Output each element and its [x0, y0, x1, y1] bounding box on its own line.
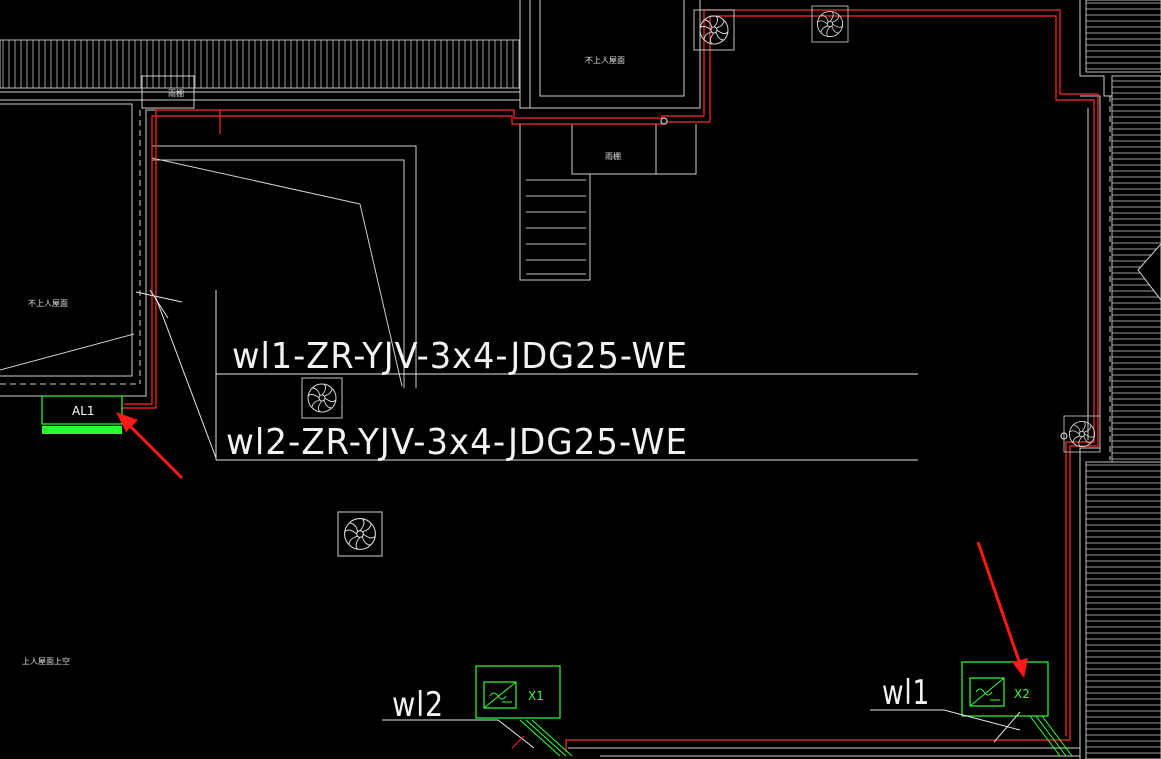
right-roof-hatch [1085, 0, 1161, 759]
cable-spec-wl1: wl1-ZR-YJV-3x4-JDG25-WE [232, 336, 688, 377]
exhaust-fan-icon [301, 377, 343, 419]
cable-spec-wl2: wl2-ZR-YJV-3x4-JDG25-WE [226, 422, 688, 463]
cable-tag-wl1-leader [870, 709, 1021, 743]
building-walls [0, 0, 1112, 759]
panel-x1-feed [519, 719, 573, 757]
cable-route [120, 9, 1099, 752]
panel-al1-label: AL1 [72, 404, 95, 418]
room-label-no-access-roof-left: 不上人屋面 [28, 299, 68, 308]
exhaust-fan-icon [337, 511, 383, 557]
panel-x1-label: X1 [528, 689, 544, 703]
panel-x2[interactable]: X2 [961, 661, 1049, 717]
room-label-canopy-mid: 雨棚 [605, 151, 621, 161]
distribution-box-icon [483, 681, 517, 709]
distribution-box-icon [969, 677, 1005, 707]
panel-x2-label: X2 [1014, 687, 1030, 701]
cable-tag-wl1: wl1 [882, 673, 930, 713]
panel-x2-feed [1029, 715, 1073, 757]
room-label-no-access-roof-top: 不上人屋面 [585, 56, 625, 65]
room-label-access-roof: 上人屋面上空 [22, 656, 70, 666]
cable-tag-wl2-leader [382, 719, 535, 749]
panel-al1[interactable]: AL1 [41, 395, 123, 434]
arrow-annotation-icon [976, 541, 1028, 678]
cable-tag-wl2: wl2 [392, 685, 444, 725]
panel-x1[interactable]: X1 [475, 665, 561, 719]
room-label-canopy-top: 雨棚 [168, 88, 184, 98]
cable-spec-leader [135, 289, 918, 461]
arrow-annotation-icon [116, 412, 184, 480]
exhaust-fan-icon [811, 5, 849, 43]
